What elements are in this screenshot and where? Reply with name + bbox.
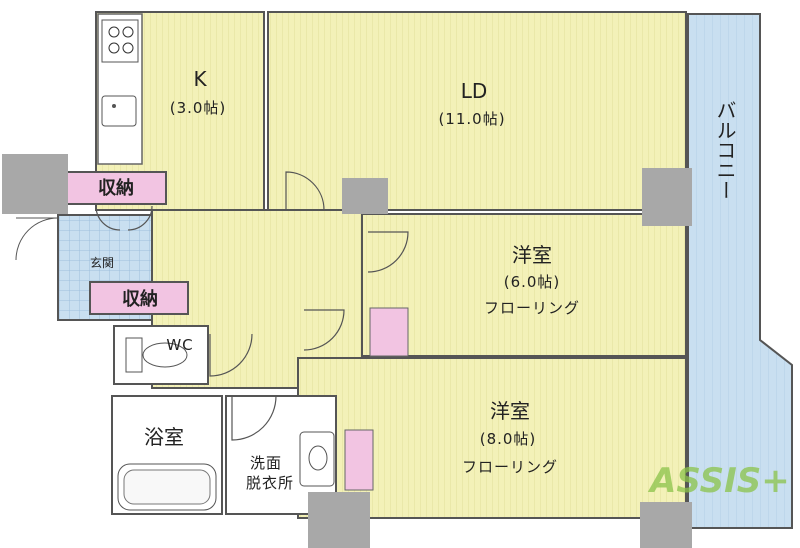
toilet-room [113,325,209,385]
washroom-label-line1: 洗面 [250,454,282,472]
western-room-2-size: (8.0帖) [480,430,537,448]
storage-2-label: 収納 [122,288,158,310]
watermark-text: ASSIS+ [647,461,790,501]
kitchen-label: K [193,67,207,91]
western-room-1-size: (6.0帖) [504,273,561,291]
western-room-1-floor: フローリング [484,299,580,317]
washroom-label-line2: 脱衣所 [246,474,294,492]
western-room-2-floor: フローリング [462,458,558,476]
living-dining-label: LD [461,79,488,103]
pillars [2,154,692,548]
western-room-2-label: 洋室 [490,399,530,423]
living-dining-room [267,11,687,211]
storage-1-label: 収納 [98,177,134,199]
bathroom-label: 浴室 [144,425,184,449]
entrance-label: 玄関 [90,255,114,270]
western-room-2 [297,357,687,519]
living-dining-size: (11.0帖) [438,110,505,128]
western-room-1-label: 洋室 [512,243,552,267]
stove-icon [101,19,139,63]
door-swings [95,171,409,441]
assis-logo-watermark: ASSIS+ [647,461,790,501]
toilet-label: WC [166,336,193,354]
western-room-1 [361,213,687,357]
kitchen-size: (3.0帖) [170,99,227,117]
storage-2 [89,281,189,315]
sink-icon [101,95,137,127]
balcony-label: バルコニー [713,100,737,200]
balcony [687,13,793,529]
bathroom [111,395,223,515]
